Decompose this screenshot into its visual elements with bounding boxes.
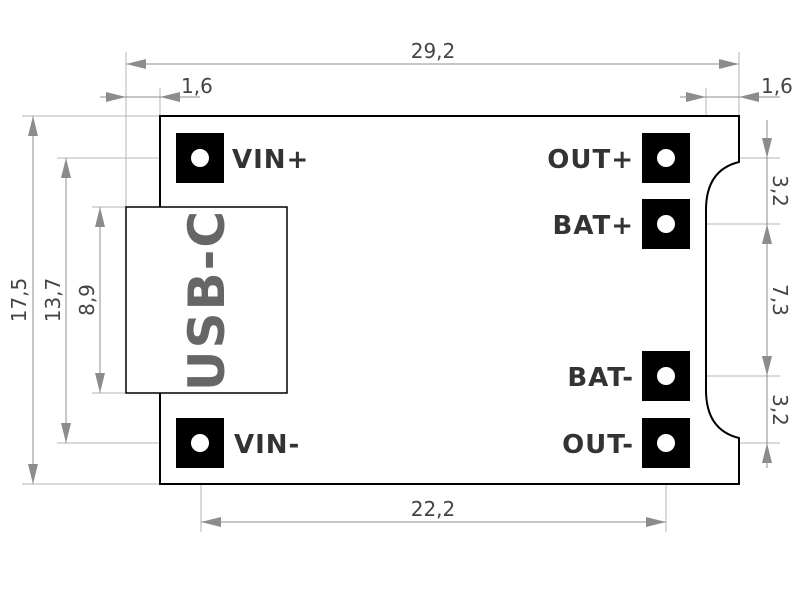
- label-out-plus: OUT+: [547, 145, 634, 175]
- usb-c-label: USB-C: [178, 209, 236, 391]
- dim-notch-depth: 1,6: [761, 74, 793, 98]
- dim-overall-width: 29,2: [411, 39, 456, 63]
- label-vin-plus: VIN+: [232, 145, 309, 175]
- dim-out-bat-top-spacing: 3,2: [768, 175, 792, 207]
- pcb-outline: [159, 115, 740, 485]
- dim-vin-pad-spacing: 13,7: [41, 278, 65, 323]
- pad-vin-minus: [176, 418, 224, 468]
- dim-bat-out-bottom-spacing: 3,2: [768, 394, 792, 426]
- label-out-minus: OUT-: [562, 430, 634, 460]
- label-bat-minus: BAT-: [567, 363, 634, 393]
- usb-c-connector: [125, 206, 288, 394]
- label-vin-minus: VIN-: [234, 430, 300, 460]
- pad-out-minus: [642, 418, 690, 468]
- dim-connector-height: 8,9: [75, 284, 99, 316]
- pad-out-plus: [642, 133, 690, 183]
- pad-bat-plus: [642, 199, 690, 249]
- dim-connector-overhang: 1,6: [181, 74, 213, 98]
- dim-bat-spacing: 7,3: [768, 284, 792, 316]
- pad-bat-minus: [642, 351, 690, 401]
- label-bat-plus: BAT+: [553, 211, 634, 241]
- pad-vin-plus: [176, 133, 224, 183]
- dim-pad-row-spacing: 22,2: [411, 497, 456, 521]
- dimension-lines: [28, 59, 780, 527]
- dim-overall-height: 17,5: [7, 278, 31, 323]
